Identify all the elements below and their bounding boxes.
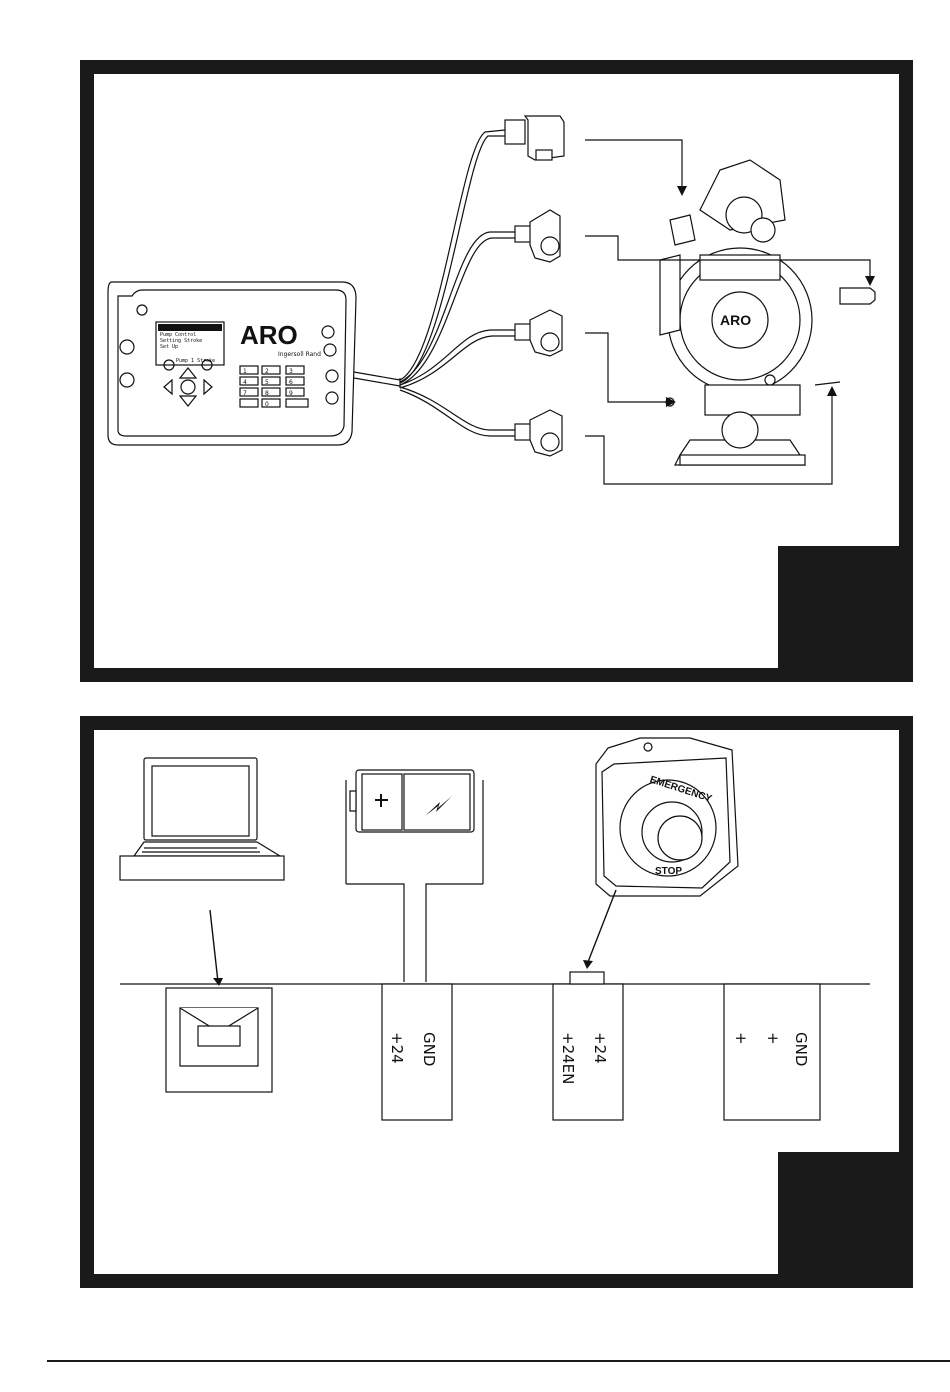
terminal-power-plus24: +24 [388,1032,406,1064]
figure-tab [778,1152,899,1274]
key-0: 0 [265,401,269,408]
terminal-output-gnd: GND [792,1032,810,1066]
controller-manufacturer: Ingersoll Rand [278,351,321,358]
terminal-output-plus-1: + [732,1032,750,1045]
estop-label-bottom: STOP [655,866,682,877]
figure-1-panel: ARO Ingersoll Rand Pump Control Setting … [80,60,913,682]
display-line-3: Set Up [160,344,178,350]
key-2: 2 [265,368,269,375]
display-footer: Pump 1 Stroke [176,358,215,364]
key-5: 5 [265,379,269,386]
pump-brand: ARO [720,312,751,328]
key-9: 9 [289,390,293,397]
figure-tab [778,546,899,668]
terminal-estop-plus24en: +24EN [559,1032,577,1084]
controller-brand: ARO [240,320,298,350]
terminal-power-gnd: GND [420,1032,438,1066]
figure-2-panel: EMERGENCY STOP +24 GND +24EN +24 + + GND [80,716,913,1288]
terminal-output-plus-2: + [764,1032,782,1045]
key-3: 3 [289,368,293,375]
footer-rule [47,1360,950,1362]
key-1: 1 [243,368,247,375]
key-8: 8 [265,390,269,397]
key-6: 6 [289,379,293,386]
figure-2-diagram: EMERGENCY STOP +24 GND +24EN +24 + + GND [80,716,913,1288]
communication-module [166,988,272,1092]
figure-1-diagram: ARO Ingersoll Rand Pump Control Setting … [80,60,913,682]
key-7: 7 [243,390,247,397]
key-4: 4 [243,379,247,386]
terminal-estop-plus24: +24 [591,1032,609,1064]
